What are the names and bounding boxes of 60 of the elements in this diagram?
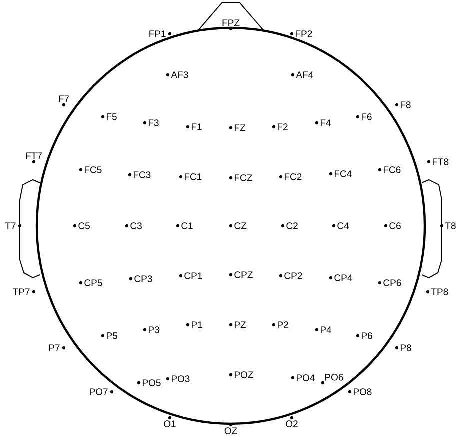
electrode-label: PO6 bbox=[321, 374, 344, 385]
electrode-label: CP5 bbox=[79, 280, 102, 286]
electrode-label: AF3 bbox=[166, 72, 188, 78]
electrode-label: CP3 bbox=[129, 276, 152, 282]
electrode-label: FZ bbox=[229, 124, 246, 132]
electrode-label: POZ bbox=[229, 372, 254, 378]
electrode-label: C5 bbox=[73, 222, 90, 230]
electrode-label: TP8 bbox=[426, 288, 448, 296]
electrode-label: FC3 bbox=[128, 172, 151, 178]
electrode-label: FCZ bbox=[229, 174, 252, 182]
electrode-label: FC1 bbox=[179, 174, 202, 180]
electrode-label: F5 bbox=[101, 114, 117, 120]
electrode-label: TP7 bbox=[13, 288, 36, 296]
electrode-label: F4 bbox=[315, 120, 331, 126]
electrode-label: F1 bbox=[186, 124, 202, 130]
electrode-label: PO4 bbox=[291, 374, 315, 382]
electrode-label: C4 bbox=[332, 222, 350, 230]
electrode-label: P3 bbox=[143, 326, 160, 334]
electrode-label: PO7 bbox=[90, 388, 114, 396]
electrode-label: P2 bbox=[272, 322, 288, 328]
electrode-label: C6 bbox=[384, 222, 401, 230]
electrode-label: P8 bbox=[395, 344, 412, 352]
electrode-label: FT8 bbox=[427, 158, 449, 166]
electrode-label: T7 bbox=[5, 222, 22, 230]
electrode-label: CP2 bbox=[279, 272, 302, 280]
electrode-label: FT7 bbox=[26, 152, 42, 164]
electrode-label: PO5 bbox=[137, 380, 161, 386]
electrode-label: FP1 bbox=[150, 30, 172, 38]
electrode-label: F2 bbox=[272, 124, 288, 130]
electrode-label: FC6 bbox=[378, 166, 401, 174]
electrode-label: F8 bbox=[395, 102, 411, 108]
electrode-label: T8 bbox=[440, 222, 456, 230]
electrode-label: FC4 bbox=[329, 170, 352, 178]
electrode-label: C1 bbox=[176, 222, 193, 230]
electrode-label: FP2 bbox=[290, 30, 312, 38]
electrode-label: CP6 bbox=[378, 280, 402, 286]
electrode-label: CP4 bbox=[329, 274, 352, 282]
electrode-label: OZ bbox=[224, 423, 238, 434]
electrode-label: F3 bbox=[143, 120, 159, 126]
electrode-label: P5 bbox=[101, 332, 118, 340]
electrode-label: AF4 bbox=[291, 72, 314, 78]
electrode-label: PO3 bbox=[166, 376, 190, 382]
electrode-label: O2 bbox=[286, 416, 298, 428]
electrode-label: O1 bbox=[164, 416, 176, 428]
electrode-label: F7 bbox=[59, 96, 70, 107]
electrode-label: PO8 bbox=[348, 388, 372, 396]
electrode-label: FC2 bbox=[279, 174, 302, 180]
electrode-label: CPZ bbox=[229, 272, 253, 278]
electrode-label: F6 bbox=[356, 114, 372, 120]
electrode-label: P6 bbox=[356, 332, 372, 340]
electrode-label: P4 bbox=[315, 326, 332, 334]
electrode-label: P7 bbox=[49, 344, 66, 352]
electrode-label: PZ bbox=[229, 322, 246, 328]
electrode-label: FPZ bbox=[222, 20, 240, 31]
electrode-label: CP1 bbox=[179, 272, 202, 280]
electrode-label: FC5 bbox=[79, 166, 102, 174]
electrode-label: CZ bbox=[229, 222, 247, 230]
electrode-label: P1 bbox=[186, 322, 202, 328]
electrode-label: C3 bbox=[125, 222, 142, 230]
electrode-label: C2 bbox=[281, 222, 298, 230]
